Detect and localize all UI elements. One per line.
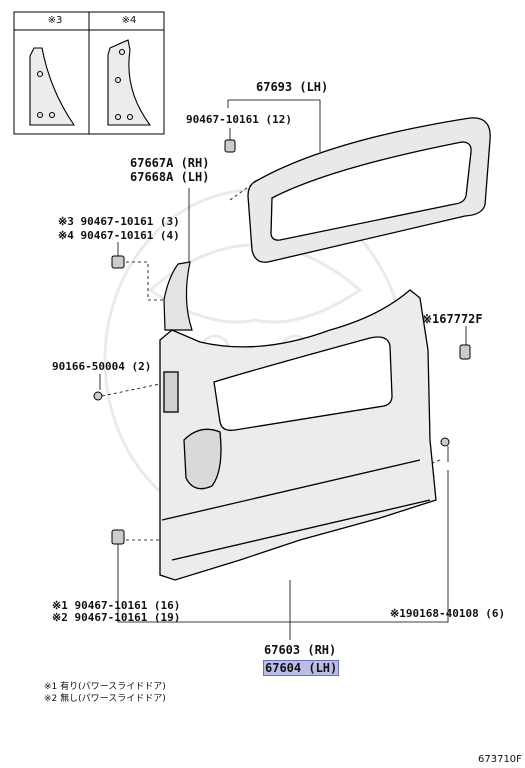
label-67604-highlight: 67604 (LH) bbox=[262, 660, 340, 676]
label-90467-top: 90467-10161 (12) bbox=[186, 113, 292, 126]
label-67668a: 67668A (LH) bbox=[130, 170, 210, 184]
clip-fasteners bbox=[93, 139, 471, 545]
inset-box bbox=[13, 11, 165, 135]
inset-label-s4: ※4 bbox=[121, 15, 137, 26]
label-90166: 90166-50004 (2) bbox=[52, 360, 152, 373]
inset-label-s3: ※3 bbox=[47, 15, 63, 26]
label-67604: 67604 (LH) bbox=[262, 660, 340, 676]
upper-trim-panel-67693 bbox=[247, 117, 491, 263]
label-90467-s3: ※3 90467-10161 (3) bbox=[58, 215, 180, 228]
label-67693: 67693 (LH) bbox=[256, 80, 329, 94]
door-trim-board-67603 bbox=[159, 289, 437, 581]
label-90168: ※190168-40108 (6) bbox=[390, 607, 506, 620]
inset-bracket-s4 bbox=[107, 39, 152, 126]
label-67772f: ※167772F bbox=[422, 312, 483, 326]
label-90467-s2: ※2 90467-10161 (19) bbox=[52, 611, 181, 624]
leader-lines bbox=[99, 99, 467, 640]
diagram-reference-code: 673710F bbox=[478, 754, 522, 765]
pillar-garnish-67667a bbox=[163, 261, 193, 331]
note-1: ※1 有り(パワースライドドア) bbox=[44, 682, 166, 692]
inset-bracket-s3 bbox=[29, 47, 76, 126]
label-90467-s4: ※4 90467-10161 (4) bbox=[58, 229, 180, 242]
label-67603: 67603 (RH) bbox=[264, 643, 337, 657]
label-67667a: 67667A (RH) bbox=[130, 156, 210, 170]
note-2: ※2 無し(パワースライドドア) bbox=[44, 694, 166, 704]
label-90467-s1: ※1 90467-10161 (16) bbox=[52, 599, 181, 612]
